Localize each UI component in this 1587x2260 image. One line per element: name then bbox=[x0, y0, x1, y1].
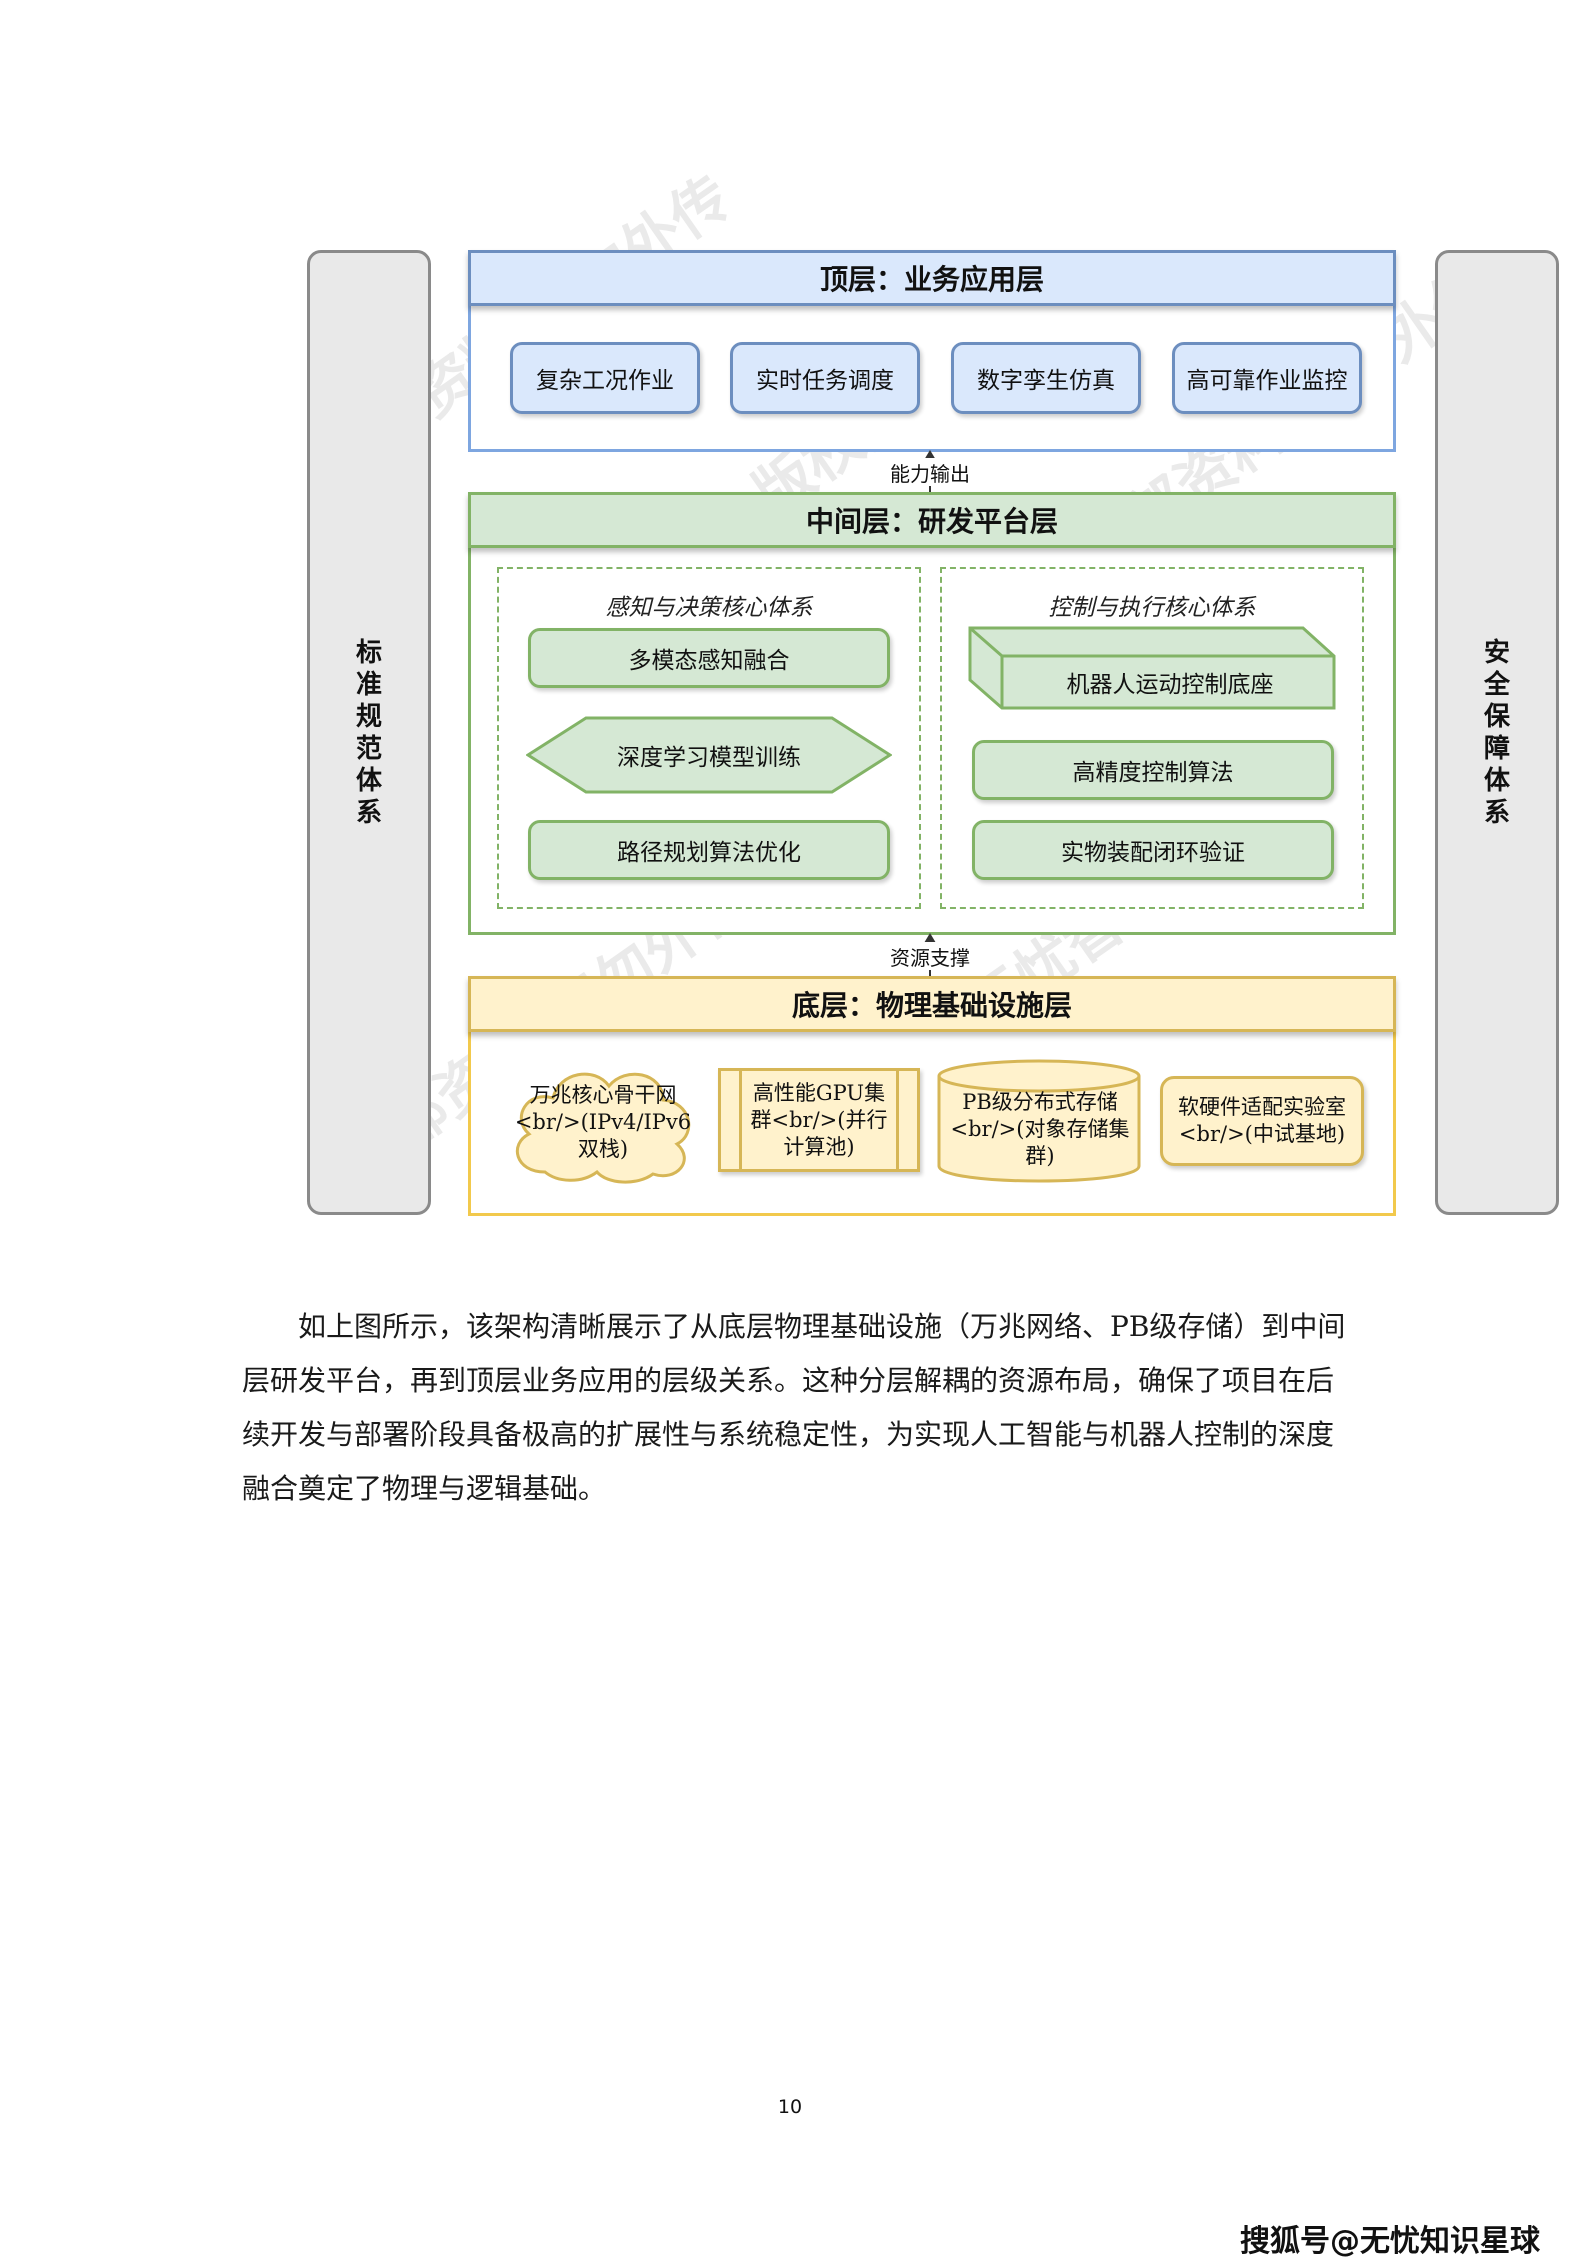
footer-source-mark: 搜狐号@无忧知识星球 bbox=[1240, 2224, 1540, 2259]
left-pillar-standards: 标准规范体系 bbox=[307, 250, 431, 1215]
backbone-network-label: 万兆核心骨干网<br/>(IPv4/IPv6双栈) bbox=[514, 1082, 692, 1161]
right-pillar-label: 安全保障体系 bbox=[1483, 637, 1510, 828]
right-pillar-security: 安全保障体系 bbox=[1435, 250, 1559, 1215]
perception-decision-title: 感知与决策核心体系 bbox=[605, 595, 813, 621]
control-execution-group bbox=[940, 567, 1364, 909]
gpu-box-left-rule bbox=[739, 1071, 742, 1169]
deep-learning-hexagon bbox=[526, 716, 892, 794]
gpu-box-right-rule bbox=[896, 1071, 899, 1169]
page-number: 10 bbox=[777, 2096, 803, 2118]
assembly-verification-card: 实物装配闭环验证 bbox=[972, 820, 1334, 880]
top-item-card: 高可靠作业监控 bbox=[1172, 342, 1362, 414]
top-item-card: 复杂工况作业 bbox=[510, 342, 700, 414]
bottom-layer-header: 底层：物理基础设施层 bbox=[468, 976, 1396, 1032]
connector-label-capability: 能力输出 bbox=[870, 458, 990, 486]
distributed-storage-label: PB级分布式存储<br/>(对象存储集群) bbox=[950, 1089, 1130, 1168]
control-execution-title: 控制与执行核心体系 bbox=[1048, 595, 1256, 621]
architecture-diagram: 内部资料 请勿外传 ©无忧智库 版权所有 内部资料 请勿外传 ©无忧智库 版权所… bbox=[307, 163, 1559, 1216]
left-pillar-label: 标准规范体系 bbox=[355, 637, 382, 828]
gpu-cluster-box bbox=[718, 1068, 920, 1172]
adaptation-lab-label: 软硬件适配实验室<br/>(中试基地) bbox=[1178, 1095, 1346, 1146]
multimodal-fusion-card: 多模态感知融合 bbox=[528, 628, 890, 688]
deep-learning-label: 深度学习模型训练 bbox=[617, 745, 801, 771]
robot-motion-base-3d-box bbox=[968, 626, 1336, 710]
adaptation-lab-card bbox=[1160, 1076, 1364, 1166]
distributed-storage-cylinder bbox=[937, 1059, 1141, 1183]
description-paragraph: 如上图所示，该架构清晰展示了从底层物理基础设施（万兆网络、PB级存储）到中间层研… bbox=[242, 1310, 1346, 1505]
connector-label-resource: 资源支撑 bbox=[870, 942, 990, 970]
high-precision-control-card: 高精度控制算法 bbox=[972, 740, 1334, 800]
top-layer-header: 顶层：业务应用层 bbox=[468, 250, 1396, 306]
top-item-card: 实时任务调度 bbox=[730, 342, 920, 414]
robot-motion-base-label: 机器人运动控制底座 bbox=[1066, 672, 1274, 698]
perception-decision-group bbox=[497, 567, 921, 909]
top-item-card: 数字孪生仿真 bbox=[951, 342, 1141, 414]
path-planning-card: 路径规划算法优化 bbox=[528, 820, 890, 880]
gpu-cluster-label: 高性能GPU集群<br/>(并行计算池) bbox=[750, 1080, 888, 1159]
backbone-network-cloud bbox=[516, 1072, 691, 1184]
middle-layer-header: 中间层：研发平台层 bbox=[468, 492, 1396, 548]
